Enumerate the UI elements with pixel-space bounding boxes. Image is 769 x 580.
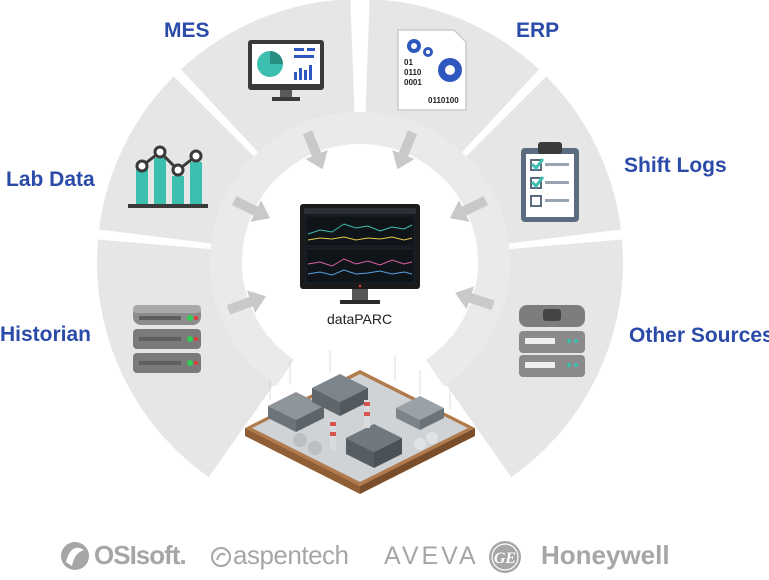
aveva-logo: AVEVA [384,542,479,570]
label-shift-logs: Shift Logs [624,154,727,177]
clipboard-checklist-icon [521,142,579,222]
osisoft-logo-mark [61,542,89,570]
factory-illustration [245,350,475,494]
arrow-to-center-icon [392,130,418,170]
inner-ring-band [210,246,295,387]
arrow-to-center-icon [231,196,271,222]
bar-line-chart-icon [128,145,208,208]
server-stack-icon [519,305,585,377]
dataparc-monitor-icon [300,204,420,304]
binary-line: 0110 [404,68,422,77]
ge-logo-text: GE [494,550,516,567]
monitor-chart-icon [248,40,324,101]
aspentech-logo-mark [211,547,231,567]
arrow-to-center-icon [226,290,267,315]
document-gears-icon: 01 0110 0001 0110100 [397,29,467,111]
binary-line: 0110100 [428,96,459,105]
arrows [226,130,495,315]
binary-line: 01 [404,58,413,67]
honeywell-logo: Honeywell [541,540,670,570]
database-server-icon [133,305,201,373]
arrow-to-center-icon [302,130,328,170]
center-label: dataPARC [327,311,393,327]
aspentech-logo: aspentech [233,540,349,570]
arrow-to-center-icon [449,196,489,222]
arrow-to-center-icon [455,286,495,311]
ge-logo-mark: GE [489,541,521,573]
label-mes: MES [164,19,210,42]
osisoft-logo: OSIsoft. [94,540,187,570]
label-historian: Historian [0,323,92,346]
label-other-sources: Other Sources [629,324,769,347]
label-lab-data: Lab Data [6,168,95,191]
binary-line: 0001 [404,78,422,87]
label-erp: ERP [516,19,560,42]
inner-ring [210,111,511,387]
